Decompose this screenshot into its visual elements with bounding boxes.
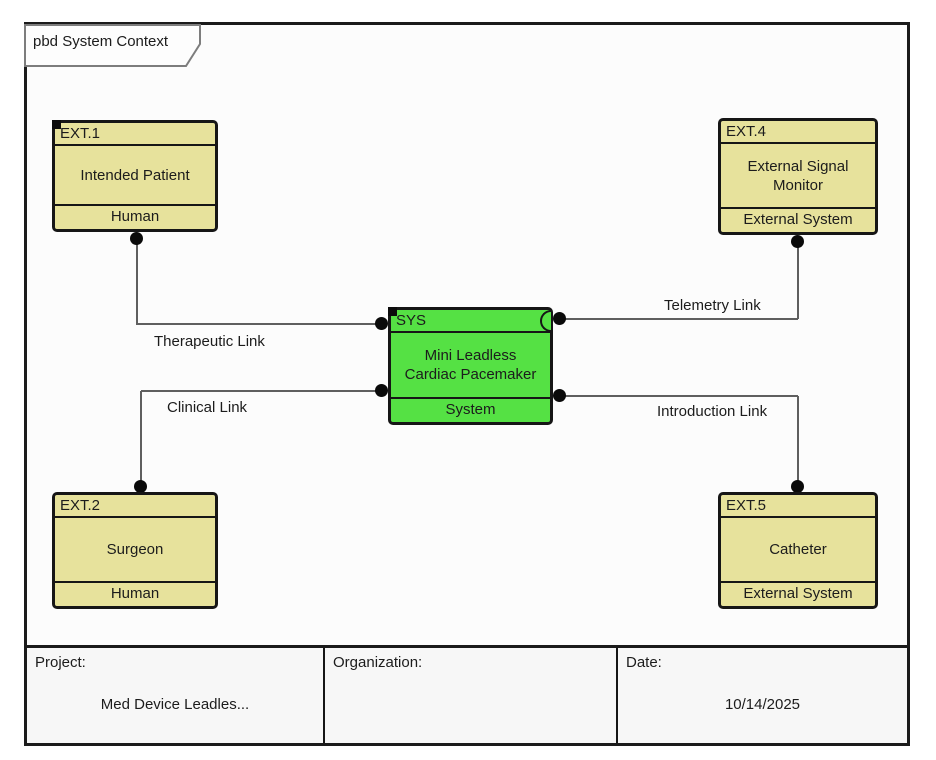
- introduction-link-line-horizontal[interactable]: [560, 395, 798, 397]
- organization-label: Organization:: [333, 654, 423, 671]
- project-label: Project:: [35, 654, 86, 671]
- therapeutic-link-endpoint-sys: [375, 317, 388, 330]
- telemetry-link-label[interactable]: Telemetry Link: [664, 297, 761, 314]
- telemetry-link-endpoint-sys: [553, 312, 566, 325]
- frame-tab-shape: [24, 24, 201, 67]
- block-ext1-intended-patient[interactable]: EXT.1 Intended Patient Human: [52, 120, 218, 232]
- half-circle-icon: [540, 310, 551, 332]
- block-name: Surgeon: [106, 541, 164, 558]
- block-name: Mini Leadless Cardiac Pacemaker: [404, 347, 537, 383]
- block-stereotype: External System: [721, 581, 875, 606]
- project-value: Med Device Leadles...: [100, 696, 250, 713]
- telemetry-link-endpoint-ext4: [791, 235, 804, 248]
- block-ext2-surgeon[interactable]: EXT.2 Surgeon Human: [52, 492, 218, 609]
- frame-tab: [24, 24, 201, 67]
- block-anchor-marker: [388, 307, 397, 316]
- block-id: EXT.5: [721, 495, 875, 518]
- block-sys-mini-leadless-cardiac-pacemaker[interactable]: SYS Mini Leadless Cardiac Pacemaker Syst…: [388, 307, 553, 425]
- block-id: EXT.2: [55, 495, 215, 518]
- telemetry-link-line-horizontal[interactable]: [560, 318, 798, 320]
- titleblock-date-cell: Date: 10/14/2025: [618, 648, 907, 743]
- block-name: Intended Patient: [80, 166, 190, 184]
- clinical-link-endpoint-ext2: [134, 480, 147, 493]
- block-anchor-marker: [52, 120, 61, 129]
- introduction-link-endpoint-sys: [553, 389, 566, 402]
- block-id: SYS: [396, 312, 427, 329]
- block-name: Catheter: [769, 541, 827, 558]
- block-stereotype: External System: [721, 207, 875, 232]
- clinical-link-line-vertical[interactable]: [140, 391, 142, 487]
- block-id: EXT.4: [721, 121, 875, 144]
- clinical-link-endpoint-sys: [375, 384, 388, 397]
- therapeutic-link-endpoint-ext1: [130, 232, 143, 245]
- block-stereotype: Human: [55, 581, 215, 606]
- introduction-link-label[interactable]: Introduction Link: [657, 403, 768, 420]
- date-label: Date:: [626, 654, 662, 671]
- therapeutic-link-line-vertical[interactable]: [136, 239, 138, 325]
- block-name: External Signal Monitor: [747, 157, 849, 194]
- date-value: 10/14/2025: [724, 696, 801, 713]
- block-ext5-catheter[interactable]: EXT.5 Catheter External System: [718, 492, 878, 609]
- telemetry-link-line-vertical[interactable]: [797, 242, 799, 319]
- clinical-link-line-horizontal[interactable]: [141, 390, 382, 392]
- block-stereotype: System: [391, 397, 550, 422]
- block-id: EXT.1: [55, 123, 215, 146]
- therapeutic-link-line-horizontal[interactable]: [136, 323, 382, 325]
- introduction-link-line-vertical[interactable]: [797, 396, 799, 487]
- clinical-link-label[interactable]: Clinical Link: [167, 399, 248, 416]
- therapeutic-link-label[interactable]: Therapeutic Link: [154, 333, 265, 350]
- diagram-title: pbd System Context: [33, 33, 169, 50]
- titleblock-project-cell: Project: Med Device Leadles...: [27, 648, 325, 743]
- block-stereotype: Human: [55, 204, 215, 229]
- titleblock-organization-cell: Organization:: [325, 648, 618, 743]
- block-header: SYS: [391, 310, 551, 333]
- introduction-link-endpoint-ext5: [791, 480, 804, 493]
- block-ext4-external-signal-monitor[interactable]: EXT.4 External Signal Monitor External S…: [718, 118, 878, 235]
- title-block: Project: Med Device Leadles... Organizat…: [24, 645, 910, 746]
